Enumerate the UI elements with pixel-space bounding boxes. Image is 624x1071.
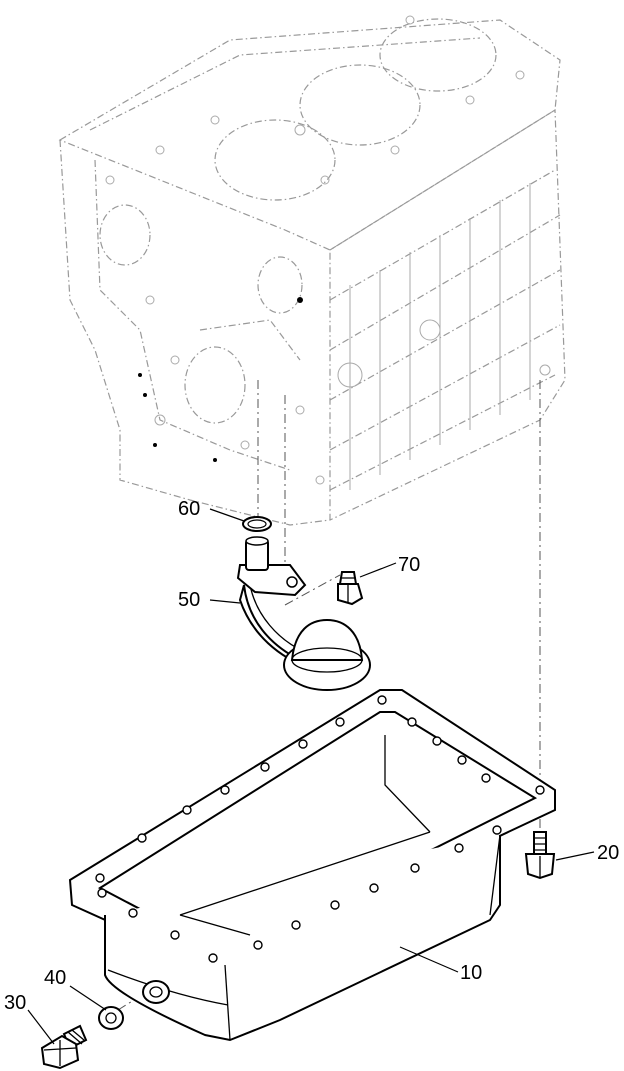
oil-pan-part bbox=[68, 689, 556, 1042]
callout-50: 50 bbox=[178, 589, 200, 611]
strainer-bolt-part bbox=[337, 571, 364, 606]
o-ring-part bbox=[242, 516, 272, 532]
gasket-washer-part bbox=[98, 1006, 124, 1030]
callout-20: 20 bbox=[597, 842, 619, 864]
engine-block-phantom bbox=[58, 15, 566, 526]
callout-60: 60 bbox=[178, 498, 200, 520]
leader-lines bbox=[27, 508, 595, 1045]
callout-10: 10 bbox=[460, 962, 482, 984]
callout-40: 40 bbox=[44, 967, 66, 989]
drain-plug-part bbox=[40, 1024, 88, 1070]
oil-strainer-part bbox=[236, 536, 371, 691]
alignment-lines bbox=[117, 380, 541, 1011]
callout-30: 30 bbox=[4, 992, 26, 1014]
side-bolt-part bbox=[524, 831, 556, 880]
callout-70: 70 bbox=[398, 554, 420, 576]
